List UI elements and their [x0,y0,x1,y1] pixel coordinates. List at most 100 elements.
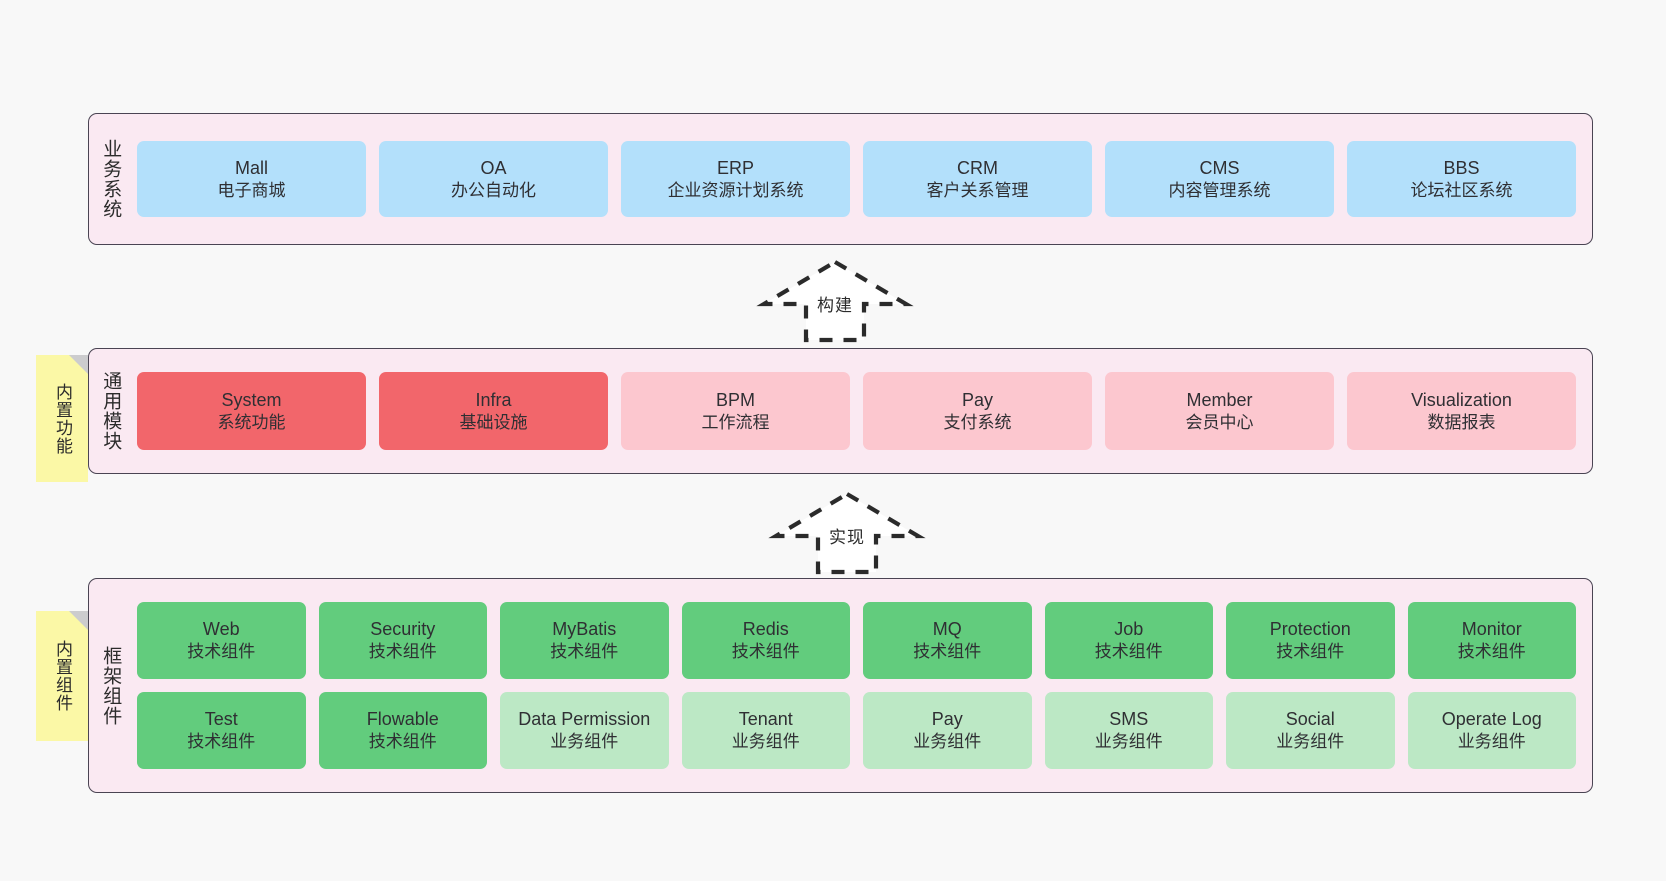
module-card-title: BPM [715,389,755,410]
module-card-pay-business[interactable]: Pay 业务组件 [863,692,1032,769]
module-card-subtitle: 内容管理系统 [1168,180,1271,200]
module-card-mybatis[interactable]: MyBatis 技术组件 [500,602,669,679]
layer-row: Mall 电子商城 OA 办公自动化 ERP 企业资源计划系统 CRM 客户关系… [137,141,1576,217]
module-card-subtitle: 电子商城 [217,180,286,200]
module-card-social[interactable]: Social 业务组件 [1226,692,1395,769]
module-card-protection[interactable]: Protection 技术组件 [1226,602,1395,679]
module-card-title: System [221,389,282,410]
note-fold-corner-icon [69,355,88,374]
module-card-subtitle: 业务组件 [1094,732,1163,752]
module-card-sms[interactable]: SMS 业务组件 [1044,692,1213,769]
module-card-subtitle: 客户关系管理 [926,180,1029,200]
module-card-title: Redis [742,619,789,640]
module-card-title: Monitor [1461,619,1522,640]
module-card-member[interactable]: Member 会员中心 [1105,372,1334,450]
note-builtin-features[interactable]: 内置功能 [36,355,88,482]
dashed-up-arrow-icon [768,491,926,575]
module-card-subtitle: 会员中心 [1185,412,1254,432]
module-card-subtitle: 技术组件 [368,732,437,752]
module-card-subtitle: 企业资源计划系统 [667,180,804,200]
module-card-title: MyBatis [552,619,617,640]
module-card-operate-log[interactable]: Operate Log 业务组件 [1407,692,1576,769]
module-card-subtitle: 工作流程 [701,412,770,432]
module-card-title: CRM [957,157,998,178]
module-card-title: BBS [1443,157,1480,178]
module-card-cms[interactable]: CMS 内容管理系统 [1105,141,1334,217]
module-card-subtitle: 系统功能 [217,412,286,432]
module-card-tenant[interactable]: Tenant 业务组件 [681,692,850,769]
note-builtin-components-label: 内置组件 [53,640,73,712]
module-card-flowable[interactable]: Flowable 技术组件 [318,692,487,769]
module-card-title: Security [370,619,436,640]
connector-implement-label: 实现 [829,528,865,547]
module-card-data-permission[interactable]: Data Permission 业务组件 [500,692,669,769]
module-card-subtitle: 技术组件 [187,732,256,752]
module-card-job[interactable]: Job 技术组件 [1044,602,1213,679]
module-card-mall[interactable]: Mall 电子商城 [137,141,366,217]
module-card-subtitle: 业务组件 [550,732,619,752]
layer-business-system[interactable]: 业务系统 Mall 电子商城 OA 办公自动化 ERP 企业资源计划系统 CRM… [88,113,1593,245]
module-card-mq[interactable]: MQ 技术组件 [863,602,1032,679]
module-card-subtitle: 业务组件 [1276,732,1345,752]
module-card-erp[interactable]: ERP 企业资源计划系统 [621,141,850,217]
module-card-infra[interactable]: Infra 基础设施 [379,372,608,450]
layer-business-system-body: Mall 电子商城 OA 办公自动化 ERP 企业资源计划系统 CRM 客户关系… [131,114,1592,244]
module-card-title: Data Permission [518,709,651,730]
module-card-title: Tenant [738,709,793,730]
module-card-title: Visualization [1411,389,1512,410]
module-card-monitor[interactable]: Monitor 技术组件 [1407,602,1576,679]
module-card-web[interactable]: Web 技术组件 [137,602,306,679]
module-card-oa[interactable]: OA 办公自动化 [379,141,608,217]
note-fold-corner-icon [69,611,88,630]
layer-common-modules-body: System 系统功能 Infra 基础设施 BPM 工作流程 Pay 支付系统… [131,349,1592,473]
module-card-title: Social [1285,709,1335,730]
layer-common-modules[interactable]: 通用模块 System 系统功能 Infra 基础设施 BPM 工作流程 Pay… [88,348,1593,474]
module-card-subtitle: 业务组件 [1457,732,1526,752]
module-card-title: Mall [234,157,268,178]
module-card-system[interactable]: System 系统功能 [137,372,366,450]
module-card-title: Member [1186,389,1253,410]
note-builtin-features-label: 内置功能 [53,382,73,455]
module-card-subtitle: 技术组件 [550,642,619,662]
module-card-subtitle: 技术组件 [731,642,800,662]
module-card-test[interactable]: Test 技术组件 [137,692,306,769]
module-card-title: MQ [932,619,962,640]
module-card-subtitle: 业务组件 [731,732,800,752]
layer-framework-components[interactable]: 框架组件 Web 技术组件 Security 技术组件 MyBatis 技术组件… [88,578,1593,793]
module-card-subtitle: 支付系统 [943,412,1012,432]
module-card-title: SMS [1109,709,1149,730]
module-card-security[interactable]: Security 技术组件 [318,602,487,679]
connector-implement[interactable]: 实现 [768,490,926,576]
module-card-title: ERP [716,157,754,178]
layer-business-system-label: 业务系统 [100,139,122,219]
module-card-title: Pay [931,709,963,730]
note-builtin-components[interactable]: 内置组件 [36,611,88,741]
module-card-subtitle: 技术组件 [368,642,437,662]
dashed-up-arrow-icon [756,259,914,343]
module-card-bpm[interactable]: BPM 工作流程 [621,372,850,450]
module-card-title: Job [1114,619,1144,640]
module-card-visualization[interactable]: Visualization 数据报表 [1347,372,1576,450]
layer-common-modules-label: 通用模块 [100,371,122,451]
module-card-title: CMS [1199,157,1240,178]
connector-build[interactable]: 构建 [756,258,914,344]
module-card-subtitle: 业务组件 [913,732,982,752]
module-card-title: Flowable [366,709,439,730]
module-card-redis[interactable]: Redis 技术组件 [681,602,850,679]
module-card-title: Infra [475,389,512,410]
module-card-subtitle: 技术组件 [1276,642,1345,662]
module-card-bbs[interactable]: BBS 论坛社区系统 [1347,141,1576,217]
layer-row: Test 技术组件 Flowable 技术组件 Data Permission … [137,692,1576,769]
module-card-crm[interactable]: CRM 客户关系管理 [863,141,1092,217]
module-card-subtitle: 论坛社区系统 [1410,180,1513,200]
module-card-pay[interactable]: Pay 支付系统 [863,372,1092,450]
module-card-subtitle: 技术组件 [913,642,982,662]
layer-row: Web 技术组件 Security 技术组件 MyBatis 技术组件 Redi… [137,602,1576,679]
module-card-title: Web [202,619,240,640]
layer-framework-components-body: Web 技术组件 Security 技术组件 MyBatis 技术组件 Redi… [131,579,1592,792]
module-card-subtitle: 技术组件 [1094,642,1163,662]
module-card-title: Pay [961,389,994,410]
module-card-title: Operate Log [1441,709,1542,730]
connector-build-label: 构建 [817,296,853,315]
